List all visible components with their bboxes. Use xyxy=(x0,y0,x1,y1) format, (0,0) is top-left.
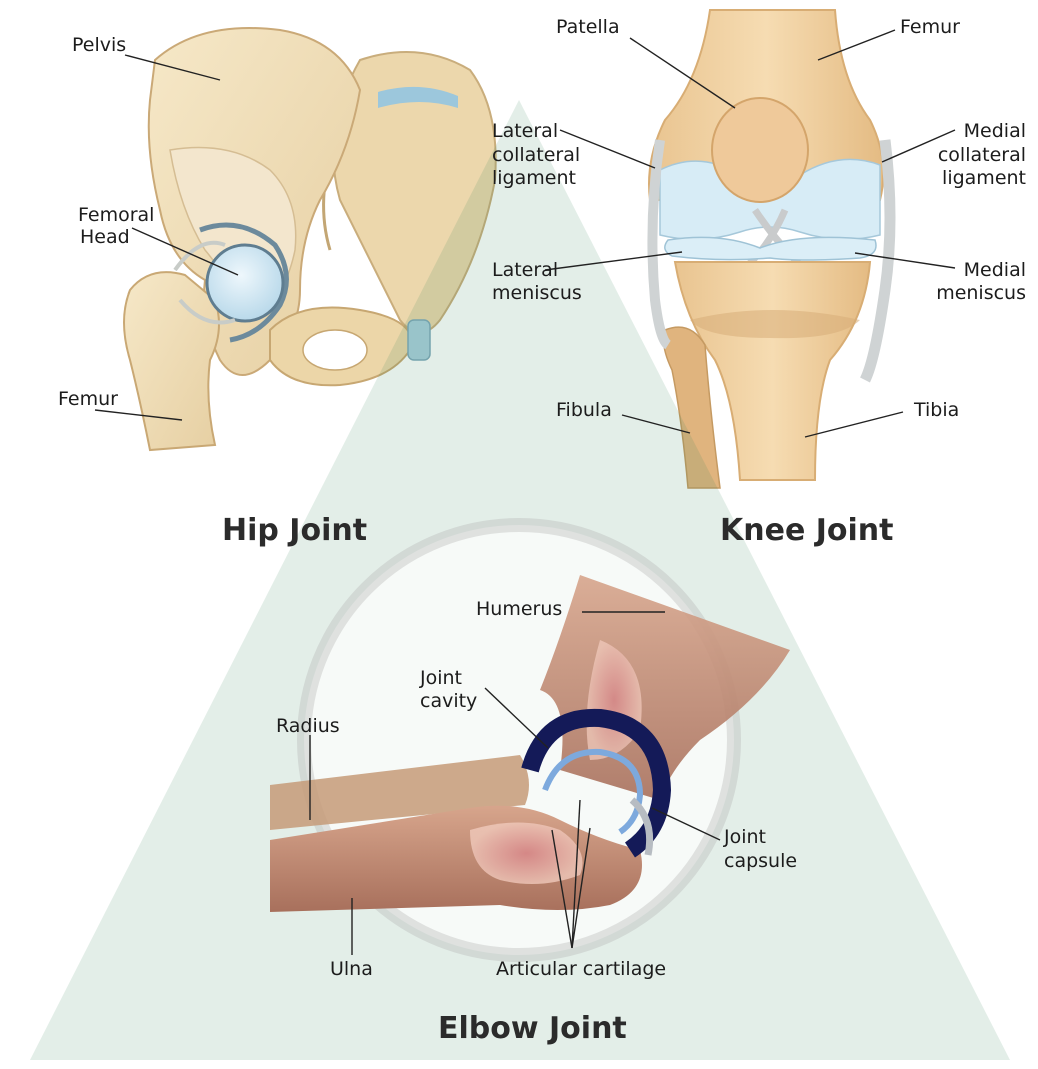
label-medial-collateral-3: ligament xyxy=(920,167,1026,190)
label-joint-capsule-1: Joint xyxy=(724,826,766,849)
label-pelvis: Pelvis xyxy=(72,34,126,57)
label-medial-collateral-2: collateral xyxy=(920,144,1026,167)
label-fibula: Fibula xyxy=(556,399,612,422)
label-femoral-head-line2: Head xyxy=(80,226,130,249)
label-joint-cavity-1: Joint xyxy=(420,667,462,690)
label-medial-meniscus-2: meniscus xyxy=(920,282,1026,305)
label-lateral-collateral-1: Lateral xyxy=(492,120,558,143)
label-radius: Radius xyxy=(276,715,340,738)
patella xyxy=(712,98,808,202)
label-hip-femur: Femur xyxy=(58,388,118,411)
title-elbow-joint: Elbow Joint xyxy=(438,1011,627,1046)
label-joint-cavity-2: cavity xyxy=(420,690,477,713)
leader-tibia xyxy=(805,412,903,437)
label-medial-meniscus-1: Medial xyxy=(920,259,1026,282)
label-articular-cartilage: Articular cartilage xyxy=(496,958,666,981)
label-lateral-meniscus-1: Lateral xyxy=(492,259,558,282)
label-lateral-collateral-3: ligament xyxy=(492,167,576,190)
title-knee-joint: Knee Joint xyxy=(720,513,894,548)
femoral-head xyxy=(207,245,283,321)
label-medial-collateral-1: Medial xyxy=(920,120,1026,143)
label-patella: Patella xyxy=(556,16,620,39)
label-ulna: Ulna xyxy=(330,958,373,981)
label-lateral-collateral-2: collateral xyxy=(492,144,580,167)
obturator-foramen xyxy=(303,330,367,370)
knee-illustration xyxy=(649,10,890,488)
label-joint-capsule-2: capsule xyxy=(724,850,797,873)
label-knee-femur: Femur xyxy=(900,16,960,39)
label-humerus: Humerus xyxy=(476,598,562,621)
label-lateral-meniscus-2: meniscus xyxy=(492,282,582,305)
title-hip-joint: Hip Joint xyxy=(222,513,367,548)
label-femoral-head-line1: Femoral xyxy=(78,204,154,227)
label-tibia: Tibia xyxy=(914,399,959,422)
hip-femur xyxy=(124,272,219,450)
